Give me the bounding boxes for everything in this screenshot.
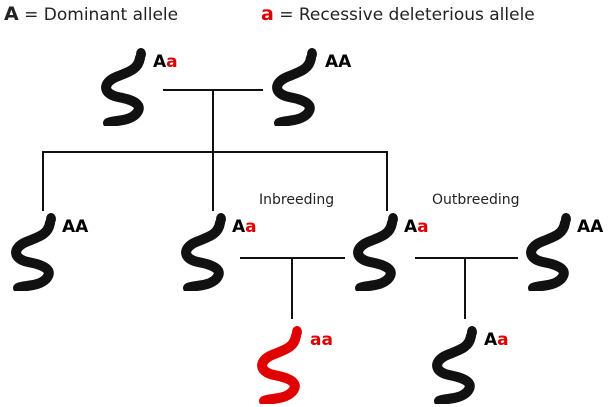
legend-dominant: A = Dominant allele <box>4 3 178 25</box>
allele: A <box>404 217 418 237</box>
descent-line <box>212 89 214 152</box>
allele: A <box>232 217 246 237</box>
recessive-text: = Recessive deleterious allele <box>279 5 535 25</box>
legend-recessive: a = Recessive deleterious allele <box>261 3 535 25</box>
genotype-label-child-2: Aa <box>232 217 257 237</box>
allele: A <box>590 217 604 237</box>
snake-icon <box>181 213 226 291</box>
inbreeding-label: Inbreeding <box>259 192 335 208</box>
descent-line-inbreeding <box>291 257 293 319</box>
outbreeding-label: Outbreeding <box>432 192 520 208</box>
allele: a <box>310 330 322 350</box>
genotype-label-outbred-offspring: Aa <box>484 330 509 350</box>
allele: a <box>321 330 333 350</box>
allele: A <box>577 217 591 237</box>
allele: A <box>75 217 89 237</box>
allele: A <box>153 52 167 72</box>
snake-icon <box>101 48 146 126</box>
allele: A <box>62 217 76 237</box>
dominant-symbol: A <box>4 3 19 25</box>
allele: A <box>325 52 339 72</box>
allele: a <box>166 52 178 72</box>
allele: a <box>417 217 429 237</box>
snake-icon <box>526 213 571 291</box>
dominant-text: = Dominant allele <box>24 5 179 25</box>
snake-icon <box>432 326 477 404</box>
snake-icon <box>353 213 398 291</box>
snake-icon <box>272 48 317 126</box>
snake-icon <box>257 326 302 404</box>
genotype-label-parent-2: AA <box>325 52 351 72</box>
genotype-label-child-3: Aa <box>404 217 429 237</box>
allele: a <box>245 217 257 237</box>
drop-line-2 <box>212 151 214 211</box>
drop-line-1 <box>42 151 44 211</box>
descent-line-outbreeding <box>464 257 466 319</box>
allele: A <box>338 52 352 72</box>
genotype-label-child-1: AA <box>62 217 88 237</box>
genotype-label-parent-1: Aa <box>153 52 178 72</box>
mating-line-outbreeding <box>415 257 518 259</box>
allele: A <box>484 330 498 350</box>
drop-line-3 <box>386 151 388 211</box>
genotype-label-inbred-offspring: aa <box>310 330 333 350</box>
allele: a <box>497 330 509 350</box>
sibling-line <box>42 151 388 153</box>
genotype-label-outsider: AA <box>577 217 603 237</box>
recessive-symbol: a <box>261 3 274 25</box>
snake-icon <box>11 213 56 291</box>
